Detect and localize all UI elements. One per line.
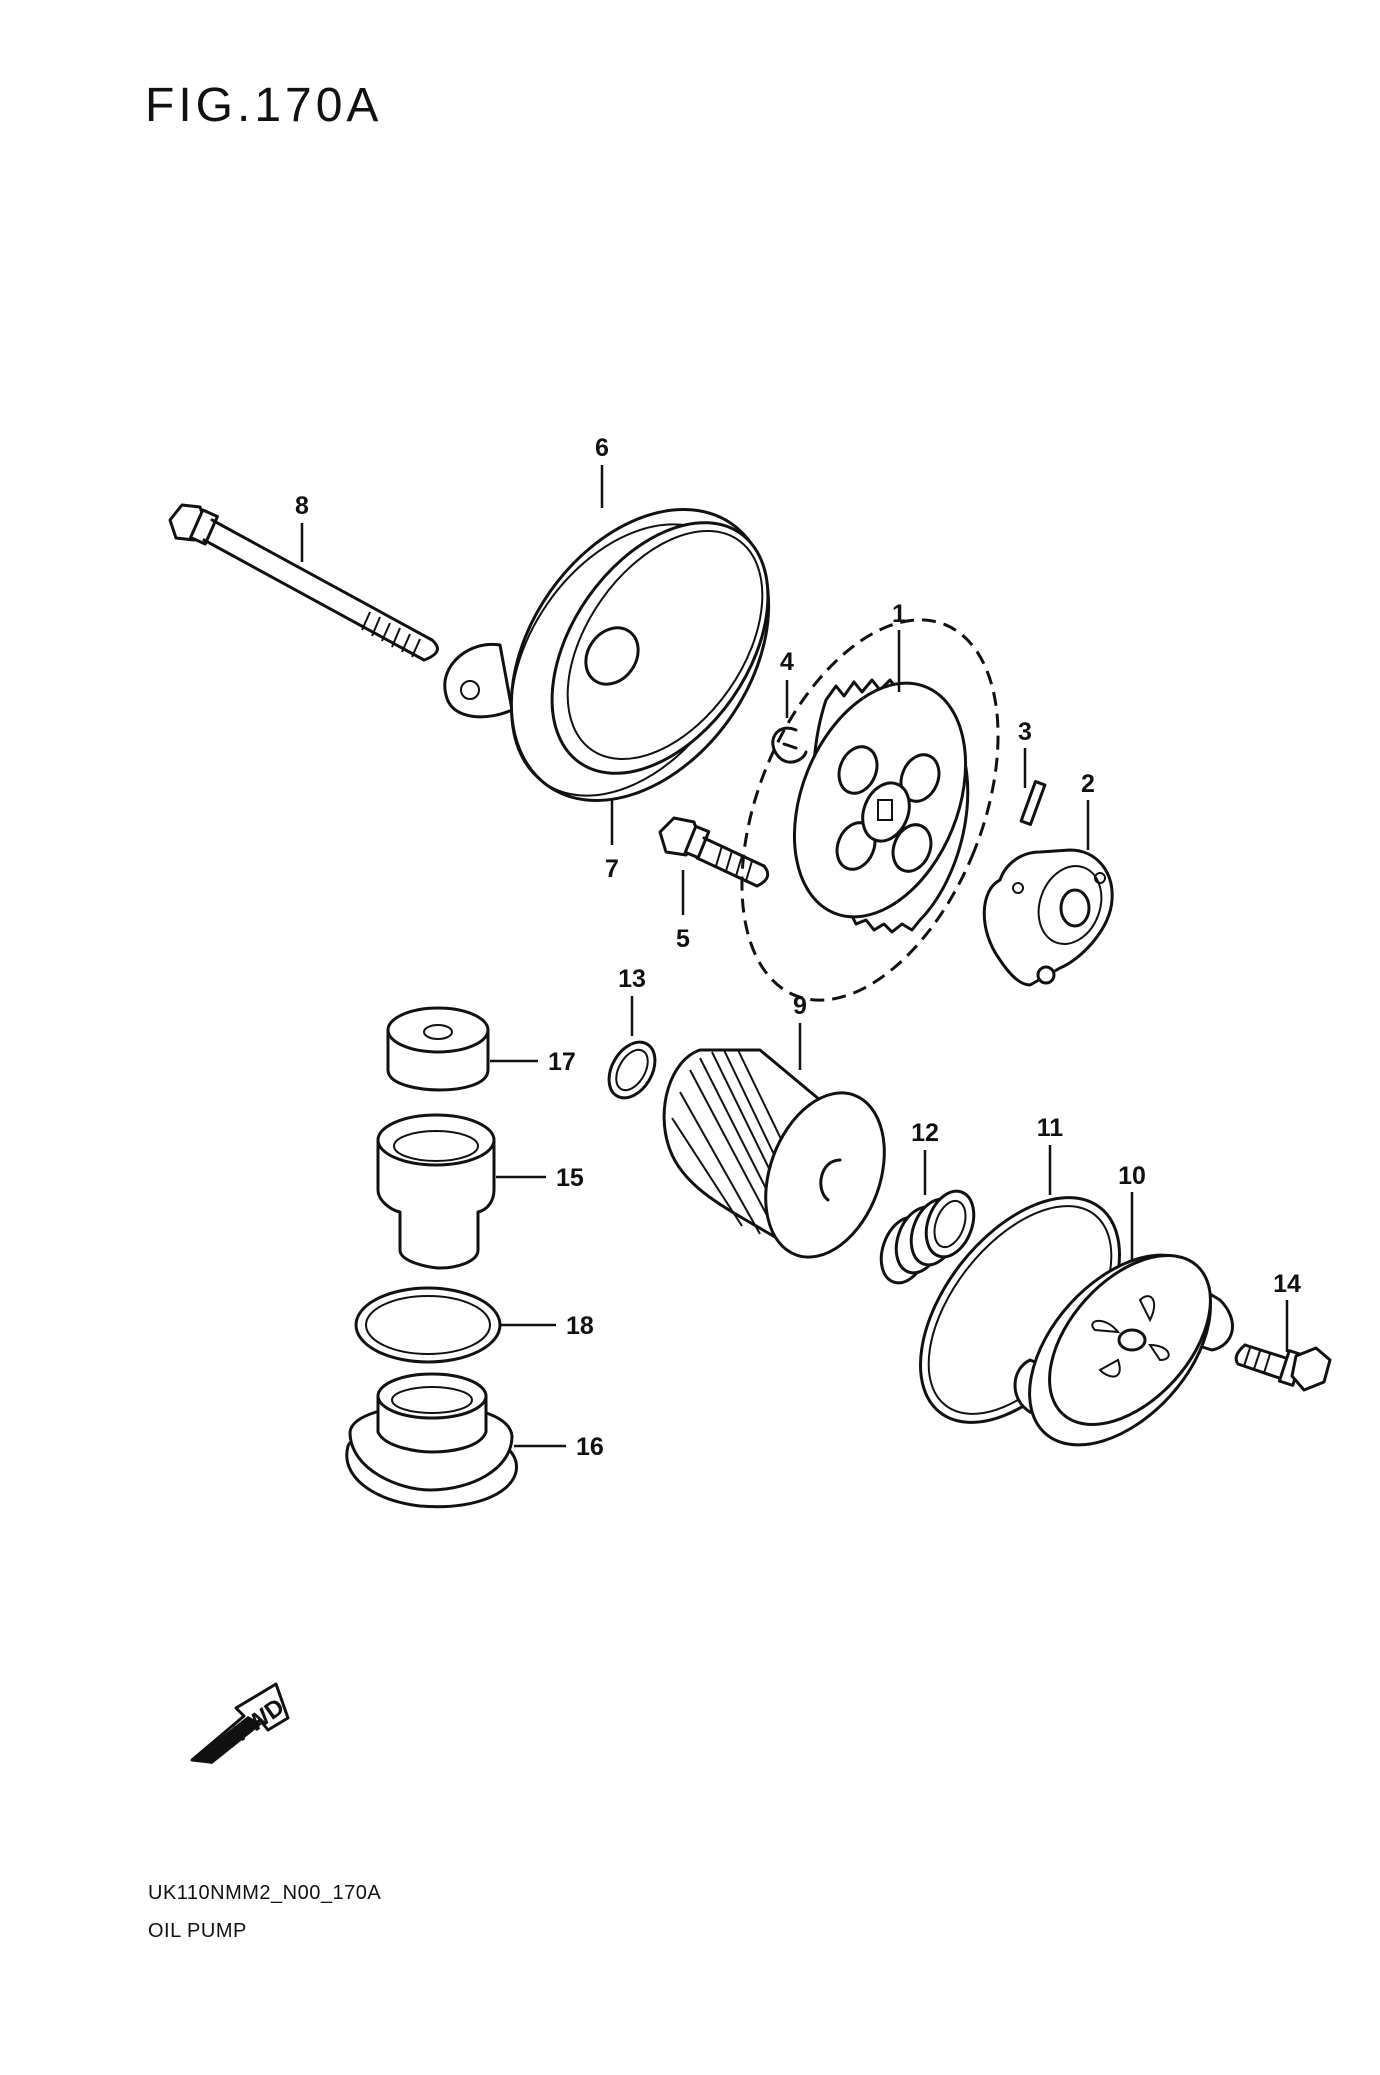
part-13-o-ring[interactable] [600, 1034, 665, 1106]
callout-15: 15 [556, 1164, 584, 1192]
part-12-spring[interactable] [873, 1185, 983, 1290]
part-9-oil-filter[interactable] [662, 1048, 906, 1274]
callout-2: 2 [1081, 770, 1095, 798]
callout-5: 5 [676, 925, 690, 953]
part-18-o-ring[interactable] [354, 1286, 502, 1364]
callout-7: 7 [605, 855, 619, 883]
part-8-long-bolt[interactable] [168, 503, 439, 662]
part-10-filter-cap[interactable] [995, 1221, 1246, 1478]
callout-6: 6 [595, 434, 609, 462]
callout-4: 4 [780, 648, 794, 676]
callout-13: 13 [618, 965, 646, 993]
callout-11: 11 [1037, 1114, 1064, 1142]
callout-1: 1 [892, 600, 906, 628]
callout-17: 17 [548, 1048, 576, 1076]
callout-14: 14 [1273, 1270, 1301, 1298]
fwd-arrow-icon: FWD [190, 1682, 290, 1764]
part-6-pump-cover[interactable] [443, 461, 822, 849]
part-2-oil-pump-body[interactable] [982, 848, 1114, 987]
part-3-pin[interactable] [1019, 780, 1047, 826]
figure-code: UK110NMM2_N00_170A [148, 1882, 382, 1904]
part-1-driven-gear[interactable] [691, 583, 1049, 1038]
callout-10: 10 [1118, 1162, 1146, 1190]
part-15-sleeve[interactable] [376, 1113, 496, 1270]
callout-3: 3 [1018, 718, 1032, 746]
part-14-bolt[interactable] [1234, 1343, 1332, 1392]
part-4-circlip[interactable] [771, 726, 808, 764]
figure-name: OIL PUMP [148, 1920, 247, 1942]
part-17-cap[interactable] [386, 1006, 490, 1092]
callout-18: 18 [566, 1312, 594, 1340]
part-16-plug[interactable] [345, 1372, 518, 1509]
callout-8: 8 [295, 492, 309, 520]
part-5-bolt[interactable] [658, 816, 770, 888]
callout-9: 9 [793, 992, 807, 1020]
figure-title: FIG.170A [145, 79, 383, 132]
callout-16: 16 [576, 1433, 604, 1461]
callout-12: 12 [911, 1119, 939, 1147]
